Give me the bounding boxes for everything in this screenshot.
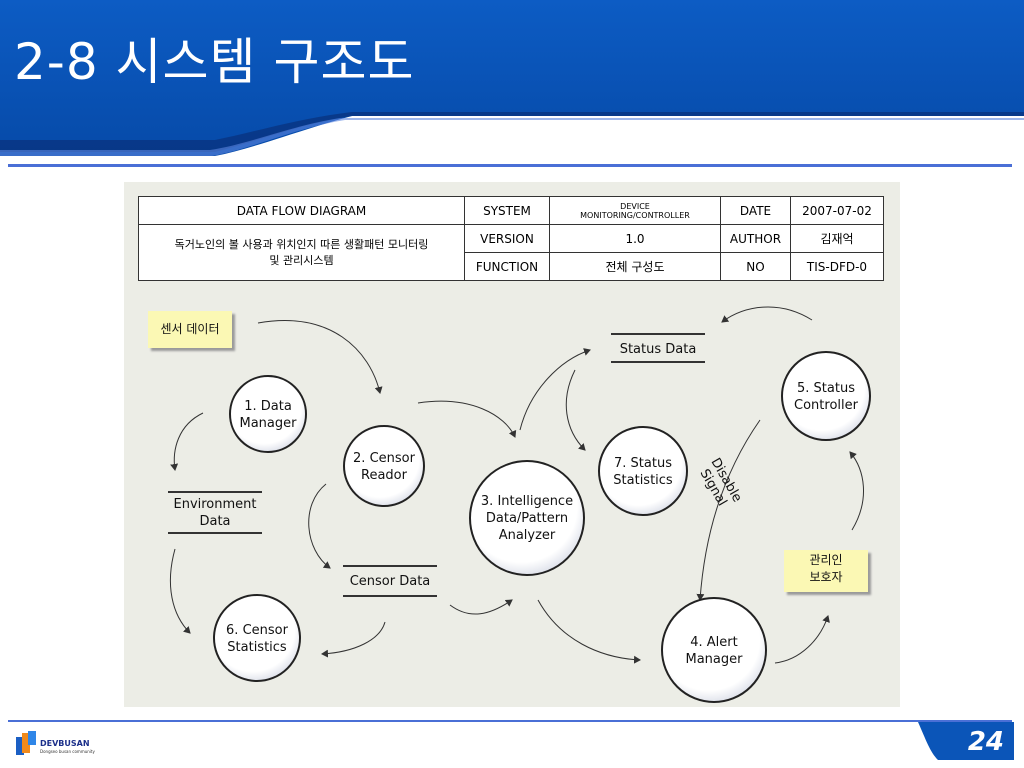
store-censor-data: Censor Data: [350, 574, 431, 589]
p2-line2: Reador: [361, 468, 408, 483]
flow-status-data-to-p7: [565, 369, 586, 451]
process-circles: [213, 351, 871, 703]
flow-p4-to-guardian: [774, 615, 830, 664]
process-5-circle: [781, 351, 871, 441]
flow-env-to-p6: [169, 548, 191, 634]
flow-p2-to-censor-data: [308, 483, 331, 569]
p4-line2: Manager: [686, 652, 744, 667]
data-store-lines: [168, 333, 705, 597]
store-env-line1: Environment: [173, 497, 256, 512]
p5-line2: Controller: [794, 398, 859, 413]
guardian-entity: 관리인 보호자: [784, 550, 868, 592]
sensor-data-label: 센서 데이터: [160, 322, 220, 336]
flow-guardian-to-p5: [849, 451, 864, 531]
subject-line1: 독거노인의 볼 사용과 위치인지 따른 생활패턴 모니터링: [174, 237, 429, 251]
p7-line1: 7. Status: [614, 456, 672, 471]
flow-censor-data-to-p3: [449, 599, 513, 615]
system-value-line1: DEVICE: [620, 201, 650, 211]
p7-line2: Statistics: [613, 473, 673, 488]
devbusan-logo-icon: [16, 731, 36, 755]
flow-p5-to-status-data: [721, 306, 813, 323]
flow-disable-signal: [696, 419, 761, 601]
process-6-circle: [213, 594, 301, 682]
version-label: VERSION: [464, 224, 550, 253]
no-label: NO: [720, 252, 791, 281]
process-labels: 1. Data Manager 2. Censor Reador 3. Inte…: [226, 381, 859, 667]
p3-line1: 3. Intelligence: [481, 494, 573, 509]
slide-title: 2-8 시스템 구조도: [14, 33, 415, 91]
process-1-circle: [229, 375, 307, 453]
no-value: TIS-DFD-0: [790, 252, 884, 281]
system-label: SYSTEM: [464, 196, 550, 225]
subject-cell: 독거노인의 볼 사용과 위치인지 따른 생활패턴 모니터링 및 관리시스템: [138, 224, 465, 281]
flow-p3-to-p4: [537, 599, 641, 664]
page-number-badge: [918, 722, 1014, 760]
process-3-circle: [469, 460, 585, 576]
logo-subtext: Dongseo busan community: [40, 749, 95, 754]
p1-line1: 1. Data: [244, 399, 292, 414]
flow-p3-to-status-data: [519, 348, 591, 431]
process-4-circle: [661, 597, 767, 703]
store-env-line2: Data: [199, 514, 230, 529]
date-value: 2007-07-02: [790, 196, 884, 225]
author-value: 김재억: [790, 224, 884, 253]
flow-p2-to-p3: [417, 400, 517, 438]
function-value: 전체 구성도: [549, 252, 721, 281]
p3-line2: Data/Pattern: [486, 511, 568, 526]
process-2-circle: [343, 425, 425, 507]
p1-line2: Manager: [240, 416, 298, 431]
logo-text: DEVBUSAN: [40, 739, 90, 748]
process-7-circle: [598, 426, 688, 516]
p3-line3: Analyzer: [499, 528, 556, 543]
flow-p1-to-env: [170, 412, 204, 471]
bottom-rule: [8, 720, 1012, 722]
flow-sensor-to-p2: [257, 320, 383, 394]
sensor-data-entity: 센서 데이터: [148, 311, 232, 348]
disable-signal-label: Disable Signal: [697, 456, 745, 509]
function-label: FUNCTION: [464, 252, 550, 281]
p4-line1: 4. Alert: [690, 635, 737, 650]
flow-censor-data-to-p6: [321, 621, 386, 658]
p2-line1: 2. Censor: [353, 451, 416, 466]
p6-line2: Statistics: [227, 640, 287, 655]
header-banner: [0, 0, 1024, 156]
p5-line1: 5. Status: [797, 381, 855, 396]
top-rule: [8, 164, 1012, 167]
page-number: 24: [967, 727, 1004, 757]
guardian-line1: 관리인: [809, 553, 843, 567]
p6-line1: 6. Censor: [226, 623, 289, 638]
store-status-data: Status Data: [620, 342, 697, 357]
flow-arrows: [169, 306, 864, 664]
guardian-line2: 보호자: [809, 570, 843, 584]
subject-line2: 및 관리시스템: [269, 253, 334, 267]
version-value: 1.0: [549, 224, 721, 253]
system-value-line2: MONITORING/CONTROLLER: [580, 210, 690, 220]
info-table: DATA FLOW DIAGRAM SYSTEM DEVICE MONITORI…: [138, 196, 884, 281]
